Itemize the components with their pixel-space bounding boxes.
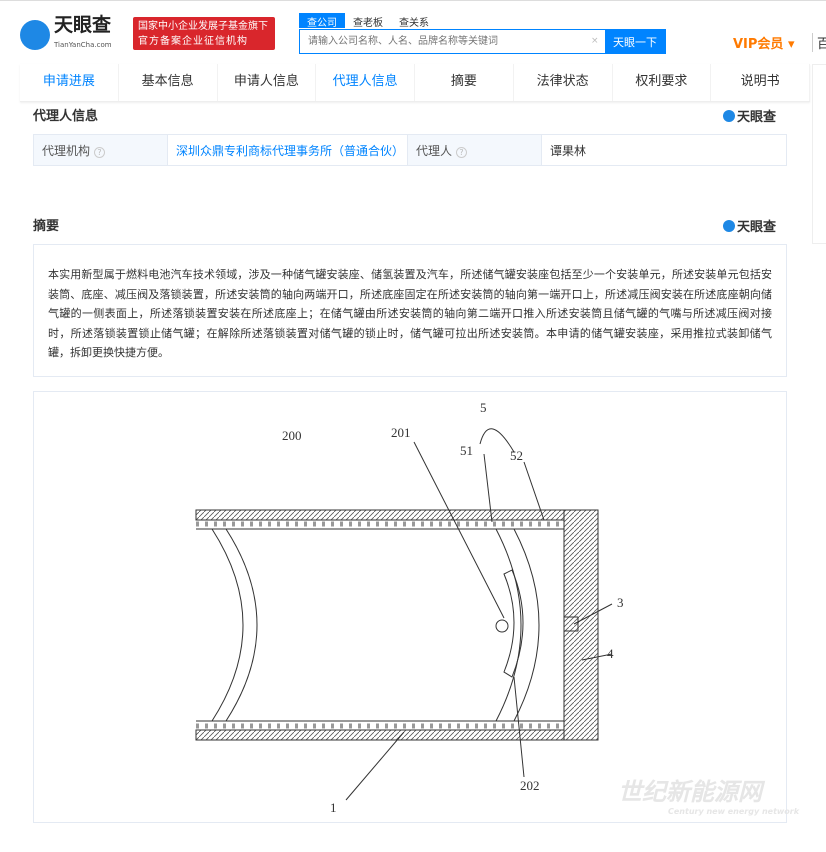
org-value-cell: 深圳众鼎专利商标代理事务所（普通合伙） [167, 134, 408, 166]
abstract-text: 本实用新型属于燃料电池汽车技术领域，涉及一种储气罐安装座、储氢装置及汽车，所述储… [33, 244, 787, 377]
search-button[interactable]: 天眼一下 [605, 30, 665, 53]
label-1: 1 [330, 800, 337, 815]
nav-abstract[interactable]: 摘要 [415, 64, 514, 101]
eye-logo-icon [723, 220, 735, 232]
help-icon[interactable]: ? [456, 146, 468, 158]
agent-label: 代理人 [416, 143, 453, 158]
label-52: 52 [510, 448, 523, 463]
eye-logo-icon [20, 20, 50, 50]
brand-text: 天眼查 [737, 110, 777, 125]
org-label-cell: 代理机构? [33, 134, 168, 166]
agent-label-cell: 代理人? [407, 134, 542, 166]
tab-boss[interactable]: 查老板 [353, 18, 383, 29]
label-202: 202 [520, 778, 540, 793]
side-card [812, 64, 826, 244]
brand-text: 天眼查 [737, 220, 777, 235]
nav-legal-status[interactable]: 法律状态 [514, 64, 613, 101]
agent-table: 代理机构? 深圳众鼎专利商标代理事务所（普通合伙） 代理人? 谭果林 [33, 134, 787, 166]
tab-company[interactable]: 查公司 [299, 13, 345, 29]
search-tabs: 查公司 查老板 查关系 [299, 13, 437, 29]
org-label: 代理机构 [42, 143, 91, 158]
label-4: 4 [607, 646, 614, 661]
nav-basic-info[interactable]: 基本信息 [119, 64, 218, 101]
vip-menu[interactable]: VIP会员 ▾ [733, 37, 795, 52]
brand-mark: 天眼查 [723, 106, 776, 125]
search-box: × 天眼一下 [299, 29, 666, 54]
nav-description[interactable]: 说明书 [711, 64, 810, 101]
nav-claims[interactable]: 权利要求 [613, 64, 712, 101]
label-201: 201 [391, 425, 411, 440]
top-bar: 天眼查 TianYanCha.com 国家中小企业发展子基金旗下官方备案企业征信机… [0, 0, 826, 64]
section-nav: 申请进展 基本信息 申请人信息 代理人信息 摘要 法律状态 权利要求 说明书 [20, 64, 810, 102]
logo-text: 天眼查 [54, 14, 112, 36]
label-5: 5 [480, 400, 487, 415]
label-200: 200 [282, 428, 302, 443]
clear-icon[interactable]: × [591, 36, 599, 46]
nav-agent[interactable]: 代理人信息 [316, 64, 415, 101]
eye-logo-icon [723, 110, 735, 122]
watermark-cn: 世纪新能源网 [618, 778, 762, 806]
badge-line2: 官方备案企业征信机构 [138, 36, 248, 47]
more-link[interactable]: 百 [812, 33, 826, 52]
nav-progress[interactable]: 申请进展 [20, 64, 119, 101]
badge-line1: 国家中小企业发展子基金旗下 [138, 21, 268, 32]
nav-applicant[interactable]: 申请人信息 [218, 64, 317, 101]
label-51: 51 [460, 443, 473, 458]
help-icon[interactable]: ? [94, 146, 106, 158]
watermark-en: Century new energy network [668, 807, 800, 816]
abstract-section-title: 摘要 [33, 219, 60, 234]
tab-relation[interactable]: 查关系 [399, 18, 429, 29]
search-input[interactable] [300, 30, 591, 53]
patent-figure: 200 201 5 51 52 3 4 202 1 [33, 391, 787, 823]
patent-drawing: 200 201 5 51 52 3 4 202 1 [195, 400, 624, 815]
label-3: 3 [617, 595, 624, 610]
agent-section-title: 代理人信息 [33, 109, 99, 124]
brand-mark: 天眼查 [723, 216, 776, 235]
agency-link[interactable]: 深圳众鼎专利商标代理事务所（普通合伙） [176, 143, 405, 158]
agent-value: 谭果林 [541, 134, 787, 166]
official-badge[interactable]: 国家中小企业发展子基金旗下官方备案企业征信机构 [133, 17, 275, 50]
logo[interactable]: 天眼查 TianYanCha.com [20, 15, 112, 55]
logo-sub: TianYanCha.com [54, 41, 112, 49]
